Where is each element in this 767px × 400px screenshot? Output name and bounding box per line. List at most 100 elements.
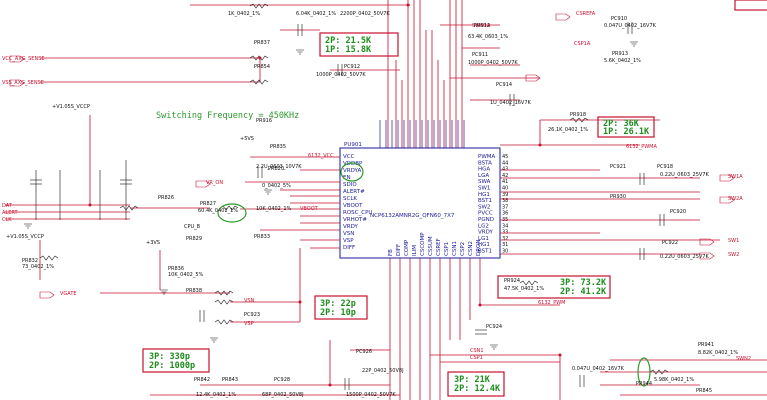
net-vcc-axg-sense: VCC_AXG_SENSE — [2, 56, 45, 62]
chip-pin-bottom: CSCOMP — [420, 232, 426, 256]
ref-pc928: PC928 — [274, 377, 290, 383]
annotation-box-bottom-line1: 3P: 21K — [454, 375, 491, 385]
net-csp1a: CSP1A — [574, 41, 591, 47]
val-12k: 12.4K_0402_1% — [196, 392, 236, 398]
val-2610: 26.1K_0402_1% — [548, 127, 588, 133]
val-56k: 5.6K_0402_1% — [604, 58, 641, 64]
net-sw2: SW2 — [728, 252, 739, 258]
chip-pin-left: VBOOT — [343, 203, 363, 209]
annotation-boxes: 2P: 21.5K 1P: 15.8K 2P: 36K 1P: 26.1K 3P… — [142, 0, 767, 397]
ref-pr930: PR930 — [610, 194, 626, 200]
annotation-box-left-line2: 2P: 1000p — [149, 361, 195, 371]
chip-pin-left: SCLK — [343, 196, 357, 202]
val-1k: 1K_0402_1% — [228, 11, 260, 17]
ref-pr941: PR941 — [698, 342, 714, 348]
chip-pin-number: 30 — [502, 249, 508, 255]
net-v105s-vccp-2: +V1.05S_VCCP — [6, 234, 44, 240]
chip-pin-bottom: CSP2 — [460, 242, 466, 256]
net-swn2: SWN2 — [736, 356, 751, 362]
annotation-box-top-line2: 1P: 15.8K — [325, 45, 372, 55]
chip-pin-left: VDDBP — [343, 161, 363, 167]
annotation-box-top-line1: 2P: 21.5K — [325, 36, 372, 46]
chip-pin-left: VCC — [343, 154, 355, 160]
annotation-box-right-mid-line1: 3P: 73.2K — [560, 278, 607, 288]
chip-pin-bottom: ILIM — [412, 245, 418, 256]
chip-pin-right: BSTA — [478, 160, 492, 166]
chip-pin-left: ALERT# — [343, 189, 365, 195]
ref-pc911: PC911 — [472, 52, 488, 58]
val-634k: 63.4K_0603_1% — [468, 34, 508, 40]
val-082k: 8.82K_0402_1% — [698, 350, 738, 356]
ref-pr843: PR843 — [222, 377, 238, 383]
ref-pr845: PR845 — [696, 388, 712, 394]
ref-pc923: PC923 — [244, 312, 260, 318]
net-vr-on: VR_ON — [206, 180, 223, 186]
chip-bottom-wires — [150, 258, 767, 400]
annotation-box-right-mid — [497, 275, 611, 299]
ref-pr829: PR829 — [186, 236, 202, 242]
chip-pin-left: ROSC_CPU — [343, 210, 372, 216]
chip-pin-bottom: CSN1 — [452, 241, 458, 256]
chip-pin-bottom: COMP — [404, 239, 410, 256]
ref-pc924: PC924 — [486, 324, 502, 330]
ref-pc914: PC914 — [496, 82, 512, 88]
ref-pr918: PR918 — [570, 112, 586, 118]
chip-pin-left: SDIO — [343, 182, 357, 188]
annotation-box-top — [319, 32, 399, 57]
val-022u-2: 0.22U_0603_25V7K — [660, 254, 709, 260]
val-732: 73_0402_1% — [22, 264, 54, 270]
ref-pc922: PC922 — [662, 240, 678, 246]
ref-pc912: PC912 — [344, 64, 360, 70]
chip-pin-right: PVCC — [478, 211, 493, 217]
net-dat: DAT — [2, 203, 13, 209]
annotation-box-right-top-line1: 2P: 36K — [603, 119, 640, 129]
val-0047-2: 0.047U_0402_16V7K — [572, 366, 625, 372]
chip-pin-right: SWA — [478, 179, 491, 185]
chip-pin-bottom: FB — [388, 249, 394, 256]
net-alert: ALERT — [2, 210, 18, 216]
ref-pr854: PR854 — [254, 64, 270, 70]
chip-pin-left: VRHOT# — [343, 217, 367, 223]
chip-right-wires — [500, 119, 720, 255]
chip-pin-right: SW2 — [478, 204, 490, 210]
ref-pc918: PC918 — [657, 164, 673, 170]
ref-pr827: PR827 — [200, 201, 216, 207]
net-vcc: 6132_VCC — [308, 153, 334, 159]
chip-pin-left: VRDYA — [343, 168, 361, 174]
green-circle-vccp — [340, 162, 364, 182]
ref-pc921: PC921 — [610, 164, 626, 170]
net-3vs: +3VS — [146, 240, 160, 246]
chip-pin-left: VSN — [343, 231, 354, 237]
val-604k: 6.04K_0402_1% — [296, 11, 336, 17]
chip-pin-bottom: DRON — [476, 240, 482, 257]
green-circle-pr827 — [217, 203, 247, 223]
chip-pin-right: PGND — [478, 217, 494, 223]
chip-pin-number: 37 — [502, 204, 508, 210]
pu901-chip: PU901 NCP6132AMNR2G_QFN60_7X7 VCCVDDBPVR… — [339, 142, 508, 259]
net-csp1: CSP1 — [470, 355, 483, 361]
annotation-box-mid — [314, 295, 368, 320]
chip-pin-right: LGA — [478, 173, 489, 179]
chip-pin-number: 40 — [502, 186, 508, 192]
chip-pin-number: 39 — [502, 192, 508, 198]
chip-pin-number: 42 — [502, 173, 508, 179]
val-1u: 1U_0402_16V7K — [490, 100, 532, 106]
chip-pin-right: HGA — [478, 167, 490, 173]
chip-pin-left: EN — [343, 175, 351, 181]
chip-pin-left: VSP — [343, 238, 354, 244]
chip-pin-right: BST1 — [478, 249, 492, 255]
net-vsn: VSN — [244, 298, 255, 304]
annotation-box-left-line1: 3P: 330p — [149, 352, 190, 362]
green-highlights — [217, 162, 651, 387]
ref-pr826: PR826 — [158, 195, 174, 201]
chip-pin-number: 41 — [502, 179, 508, 185]
net-vboot: VBOOT — [300, 206, 319, 212]
chip-top-stubs — [379, 120, 465, 148]
net-sw1a: SW1A — [728, 174, 743, 180]
net-clk: CLK — [2, 217, 12, 223]
chip-pin-left: VRDY — [343, 224, 359, 230]
val-022u: 0.22U_0603_25V7K — [660, 172, 709, 178]
val-098k: 5.98K_0402_1% — [654, 377, 694, 383]
